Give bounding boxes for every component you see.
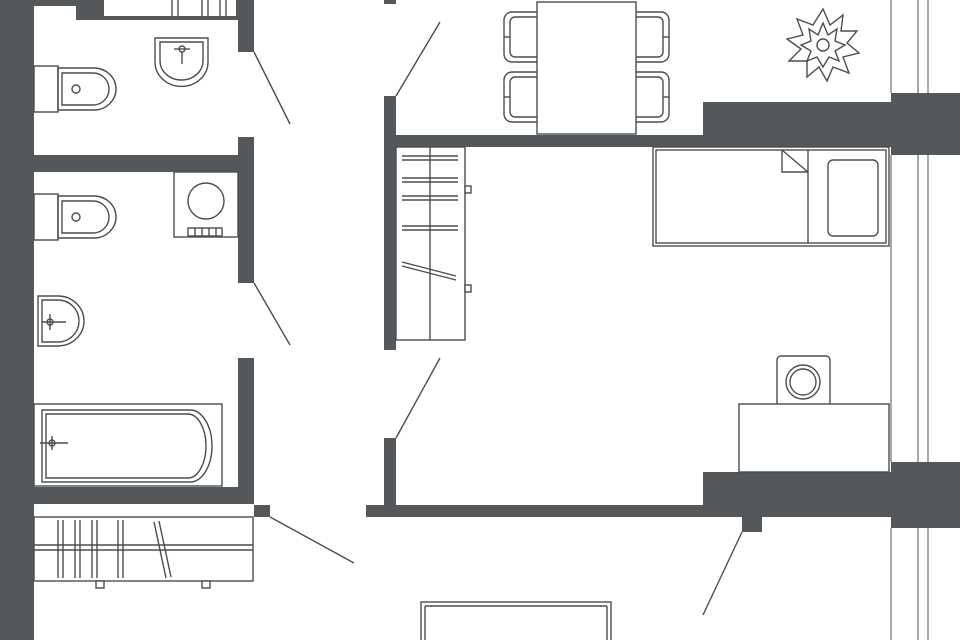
- bathtub-icon: [33, 403, 223, 487]
- wall-bath-bottom-stub: [254, 505, 270, 517]
- dining-table-icon: [536, 1, 637, 135]
- toilet-icon: [33, 65, 117, 113]
- wall-top-strip: [104, 16, 254, 20]
- wall-door-stub: [742, 517, 762, 532]
- room-storage: [33, 516, 254, 589]
- shelf-icon: [171, 0, 227, 16]
- wall-left-outer: [0, 0, 34, 640]
- wardrobe-icon: [395, 146, 472, 341]
- door-swing-icon: [269, 516, 355, 564]
- door-swing-icon: [395, 21, 441, 97]
- bed-icon: [652, 146, 890, 247]
- sink-icon: [37, 295, 85, 347]
- wall-bath-right-bottom: [238, 358, 254, 496]
- windows: [890, 0, 929, 640]
- door-swing-icon: [395, 357, 441, 439]
- room-wc: [33, 37, 209, 113]
- washing-machine-icon: [173, 171, 239, 238]
- chair-icon: [503, 71, 537, 123]
- shelf-icon: [33, 516, 254, 589]
- wall-right-pier-top: [891, 93, 960, 155]
- chair-icon: [776, 355, 831, 404]
- wall-bath-bottom: [34, 487, 254, 504]
- wall-bath-right-top: [238, 137, 254, 283]
- desk-icon: [738, 403, 890, 473]
- wall-right-pier-bottom: [891, 462, 960, 528]
- wall-wc-right-top: [238, 20, 254, 52]
- chair-icon: [636, 71, 670, 123]
- door-swing-icon: [702, 531, 743, 616]
- door-swing-icon: [253, 282, 291, 346]
- sink-icon: [154, 37, 209, 88]
- plant-icon: [785, 7, 861, 83]
- desk-icon: [420, 601, 612, 640]
- wall-top-post: [76, 0, 104, 20]
- door-swing-icon: [253, 51, 291, 125]
- wall-bedroom-left-bottom: [384, 438, 396, 506]
- room-bedroom: [395, 146, 890, 473]
- chair-icon: [503, 11, 537, 63]
- wall-top-door-stub: [384, 0, 396, 4]
- wall-bedroom-top-block: [703, 102, 891, 147]
- door-swings: [253, 21, 743, 616]
- room-dining: [503, 1, 861, 135]
- bidet-icon: [33, 193, 117, 241]
- wall-bedroom-left-top: [384, 96, 396, 350]
- wall-bedroom-bottom-block: [703, 472, 891, 517]
- wall-top-left: [34, 0, 76, 6]
- chair-icon: [636, 11, 670, 63]
- wall-top-strip-end: [236, 0, 254, 20]
- wall-wc-bottom: [34, 155, 254, 172]
- room-bathroom: [33, 171, 239, 487]
- room-hallway: [420, 601, 612, 640]
